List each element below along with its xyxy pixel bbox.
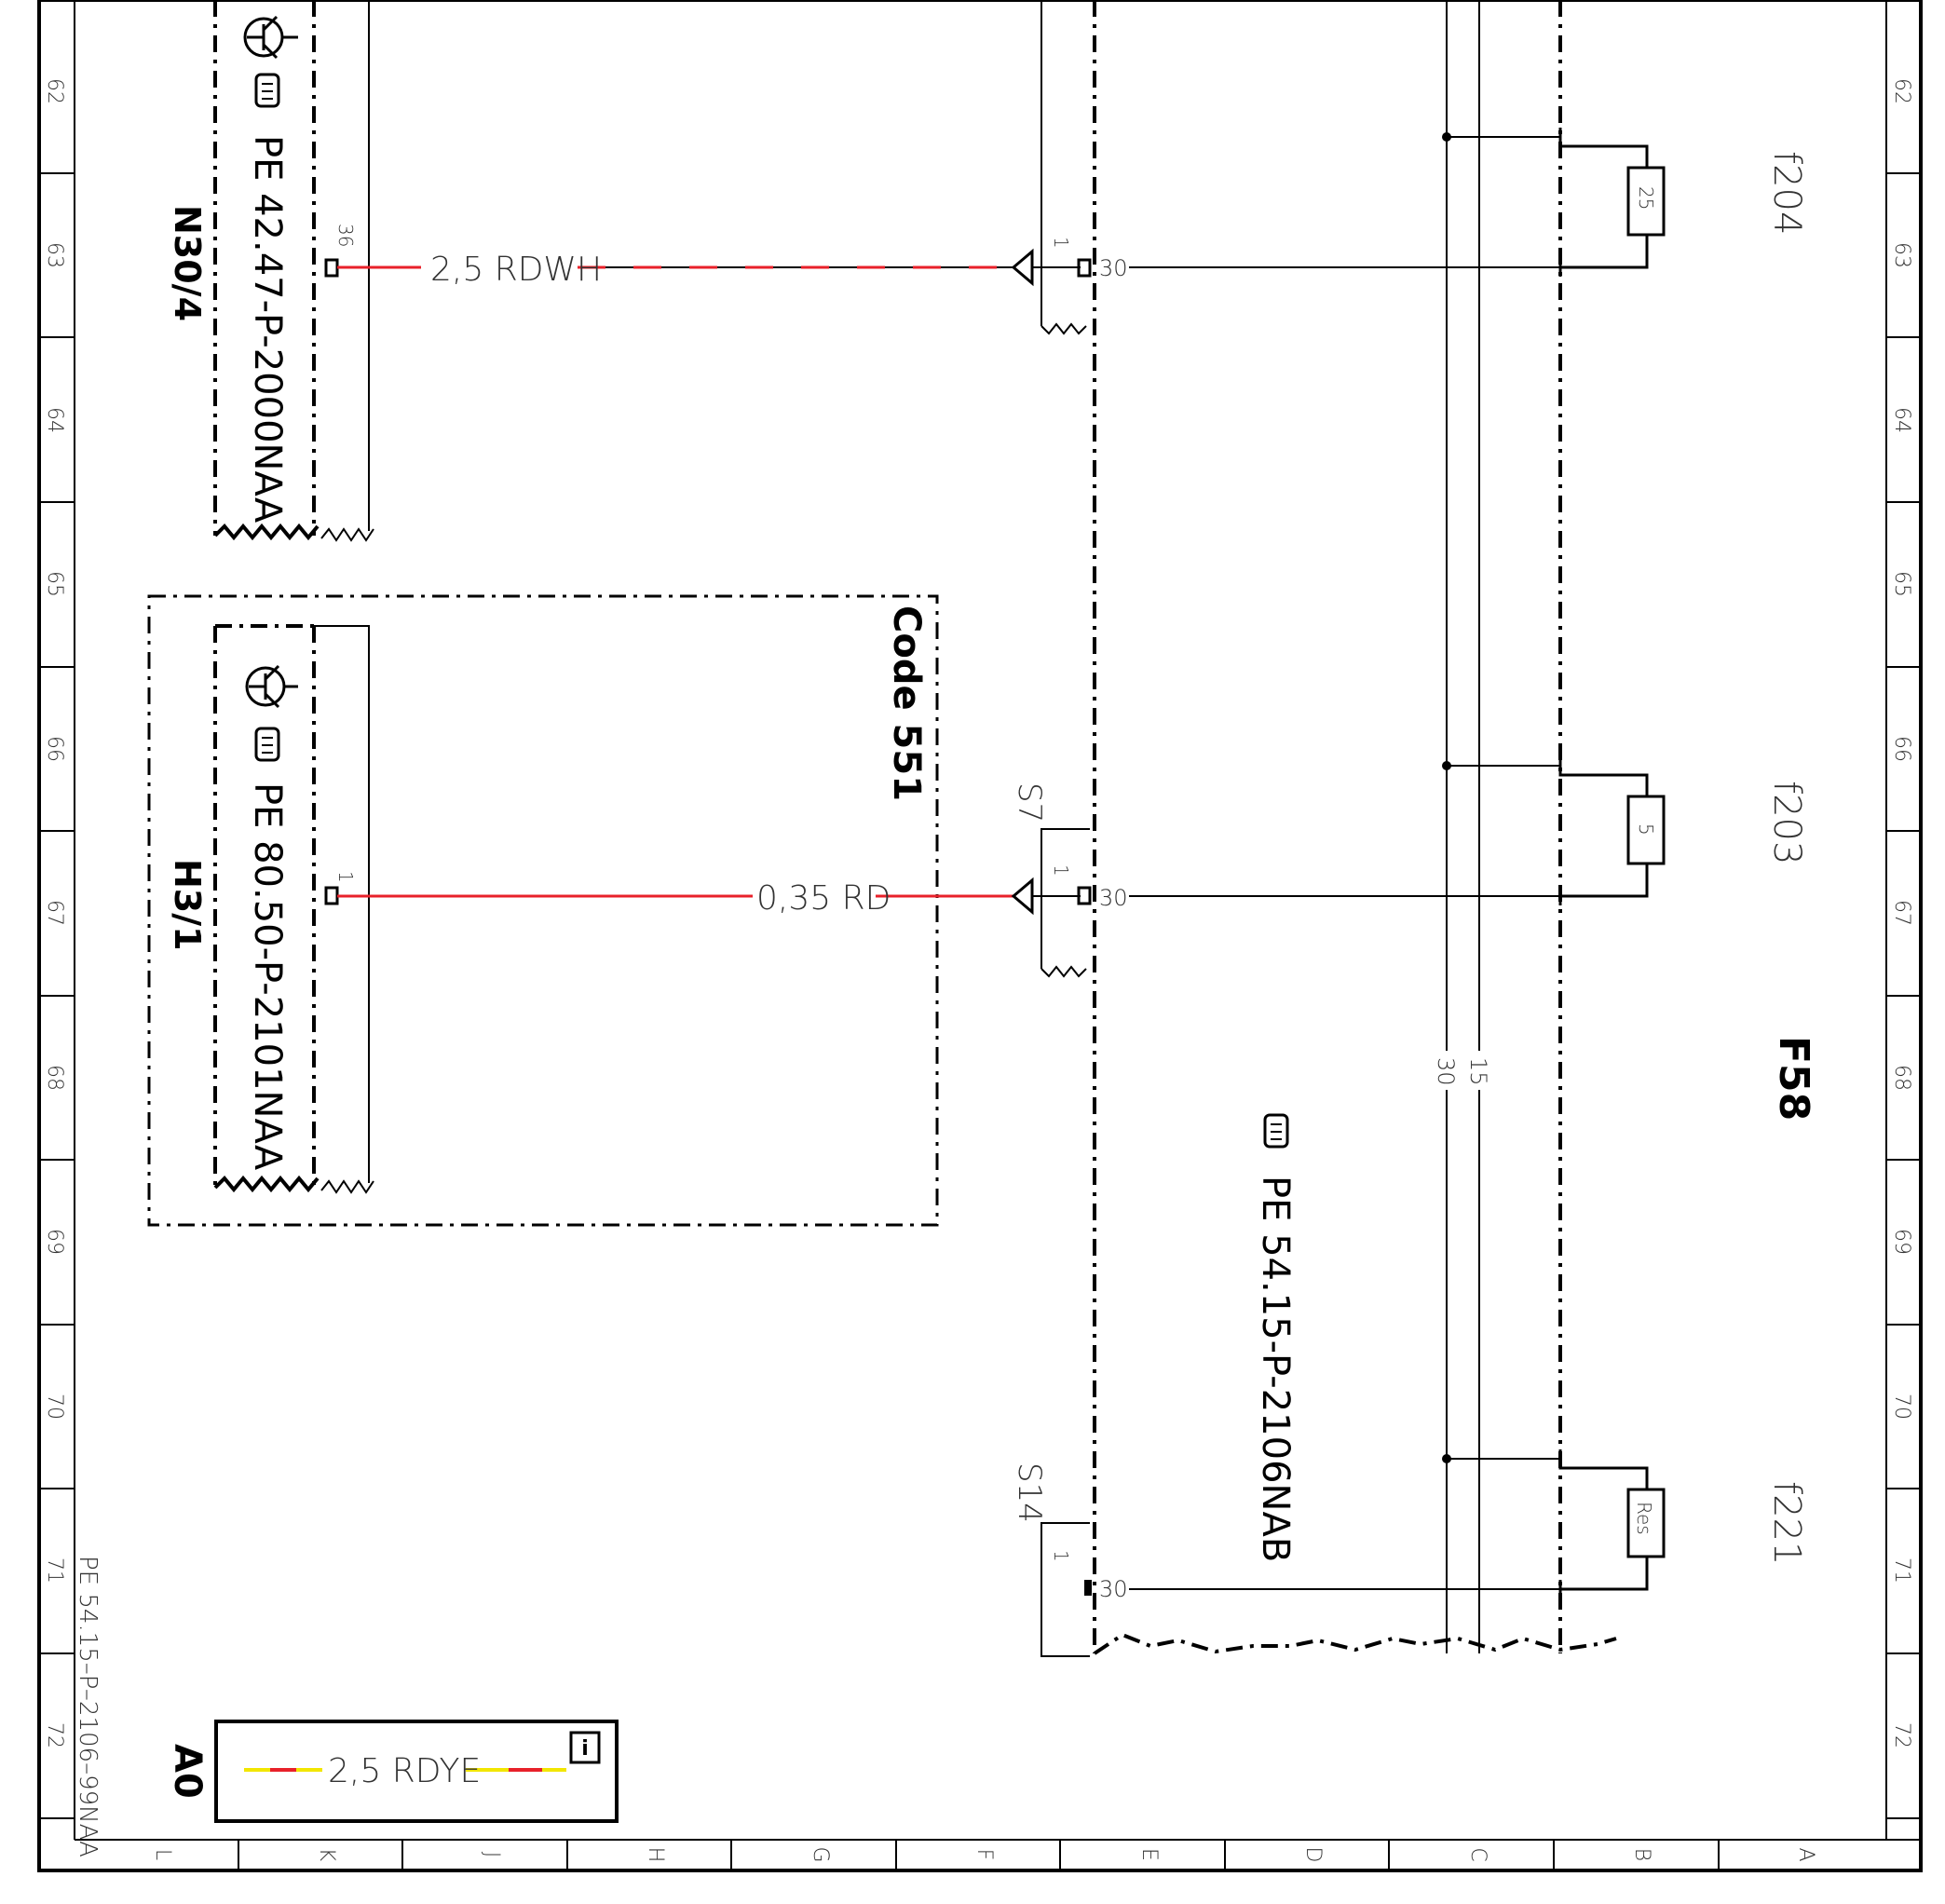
column-letter: K xyxy=(315,1848,338,1862)
fuse-f221: Res f221 xyxy=(1442,1449,1808,1598)
row-number: 67 xyxy=(43,900,66,926)
transistor-icon xyxy=(245,664,298,709)
row-number: 69 xyxy=(1890,1229,1913,1255)
fuse-label: f221 xyxy=(1765,1481,1808,1565)
row-number: 63 xyxy=(1890,242,1913,268)
component-f58: 30 15 PE 54.15-P-2106NAB F58 xyxy=(1093,0,1817,1655)
legend-code: A0 xyxy=(166,1744,209,1799)
busbar-label: 30 xyxy=(1433,1057,1459,1086)
f58-ref: PE 54.15-P-2106NAB xyxy=(1254,1176,1297,1562)
legend-wire-label: 2,5 RDYE xyxy=(328,1752,481,1790)
row-number: 70 xyxy=(43,1394,66,1420)
svg-text:i: i xyxy=(581,1737,589,1761)
wire-2-5-rdwh: 2,5 RDWH xyxy=(337,251,1013,289)
row-number: 65 xyxy=(1890,571,1913,597)
fuse-label: f203 xyxy=(1765,781,1808,864)
column-letter: A xyxy=(1794,1847,1817,1861)
pointing-hand-icon xyxy=(254,73,280,108)
column-letter: H xyxy=(644,1847,667,1863)
wire-label: 0,35 RD xyxy=(756,879,891,918)
n30-4-label: N30/4 xyxy=(167,205,208,321)
column-letter: J xyxy=(480,1852,503,1858)
fuse-label: f204 xyxy=(1765,151,1808,235)
row-number: 68 xyxy=(43,1065,66,1091)
connector-pin: 1 xyxy=(1050,1550,1072,1562)
column-letter: L xyxy=(151,1849,174,1860)
column-letter: B xyxy=(1630,1848,1653,1861)
row-number: 72 xyxy=(43,1722,66,1748)
pointing-hand-icon xyxy=(254,727,280,762)
fuse-rating: 25 xyxy=(1635,186,1657,210)
connector-terminal: 30 xyxy=(1099,1576,1128,1602)
wire-label: 2,5 RDWH xyxy=(430,251,602,289)
row-ticks xyxy=(39,172,1921,1819)
connector-label: S14 xyxy=(1011,1462,1048,1523)
column-letter: F xyxy=(972,1849,996,1861)
row-number: 70 xyxy=(1890,1394,1913,1420)
column-ticks xyxy=(238,1840,1720,1870)
h3-1-pin: 1 xyxy=(334,871,357,883)
component-h3-1: PE 80.50-P-2101NAA H3/1 1 xyxy=(167,624,374,1194)
legend-box: 2,5 RDYE i A0 xyxy=(166,1720,619,1823)
f58-label: F58 xyxy=(1770,1036,1817,1121)
row-number: 67 xyxy=(1890,900,1913,926)
row-number: 66 xyxy=(43,736,66,762)
n30-4-ref: PE 42.47-P-2000NAA xyxy=(246,135,289,524)
row-number: 65 xyxy=(43,571,66,597)
connector-pin: 1 xyxy=(1050,864,1072,877)
column-letter: G xyxy=(809,1846,832,1862)
fuse-f204: 25 f204 xyxy=(1442,128,1808,277)
column-letter: C xyxy=(1466,1847,1489,1861)
code-551-box: Code 551 xyxy=(147,594,939,1227)
row-number: 62 xyxy=(1890,78,1913,104)
drawing-frame xyxy=(37,0,1923,1872)
connector-terminal: 30 xyxy=(1099,255,1128,281)
row-numbers-right: 62 63 64 65 66 67 68 69 70 71 72 xyxy=(1890,78,1913,1748)
info-icon: i xyxy=(569,1731,601,1764)
code-551-label: Code 551 xyxy=(885,605,928,801)
connector-label: S7 xyxy=(1011,782,1048,823)
row-number: 69 xyxy=(43,1229,66,1255)
row-number: 66 xyxy=(1890,736,1913,762)
fuse-rating: Res xyxy=(1633,1502,1655,1535)
connector-terminal: 30 xyxy=(1099,885,1128,911)
row-number: 71 xyxy=(1890,1557,1913,1584)
row-number: 71 xyxy=(43,1557,66,1584)
pointing-hand-icon xyxy=(1263,1113,1289,1149)
row-numbers-left: 62 63 64 65 66 67 68 69 70 71 72 xyxy=(43,78,66,1748)
footer-reference: PE 54.15–P–2106–99NAA xyxy=(74,1556,102,1857)
row-number: 72 xyxy=(1890,1722,1913,1748)
row-number: 63 xyxy=(43,242,66,268)
row-number: 62 xyxy=(43,78,66,104)
h3-1-ref: PE 80.50-P-2101NAA xyxy=(246,782,289,1171)
row-number: 68 xyxy=(1890,1065,1913,1091)
column-letters: L K J H G F E D C B A xyxy=(151,1846,1817,1862)
row-number: 64 xyxy=(1890,407,1913,433)
row-number: 64 xyxy=(43,407,66,433)
connector-s14: S14 1 30 xyxy=(1011,1462,1128,1657)
component-n30-4: PE 42.47-P-2000NAA N30/4 36 xyxy=(167,0,374,542)
column-letter: D xyxy=(1301,1847,1325,1863)
fuse-rating: 5 xyxy=(1635,823,1657,836)
connector-s7: S7 1 30 xyxy=(1011,782,1128,978)
column-letter: E xyxy=(1137,1848,1161,1861)
n30-4-pin: 36 xyxy=(334,224,357,247)
h3-1-label: H3/1 xyxy=(167,859,208,951)
fuse-f203: 5 f203 xyxy=(1442,756,1808,905)
wire-0-35-rd: 0,35 RD xyxy=(337,879,1013,918)
busbar-label: 15 xyxy=(1465,1057,1491,1086)
connector-top: 1 30 xyxy=(1011,0,1128,335)
connector-pin: 1 xyxy=(1050,237,1072,249)
transistor-icon xyxy=(243,15,298,60)
